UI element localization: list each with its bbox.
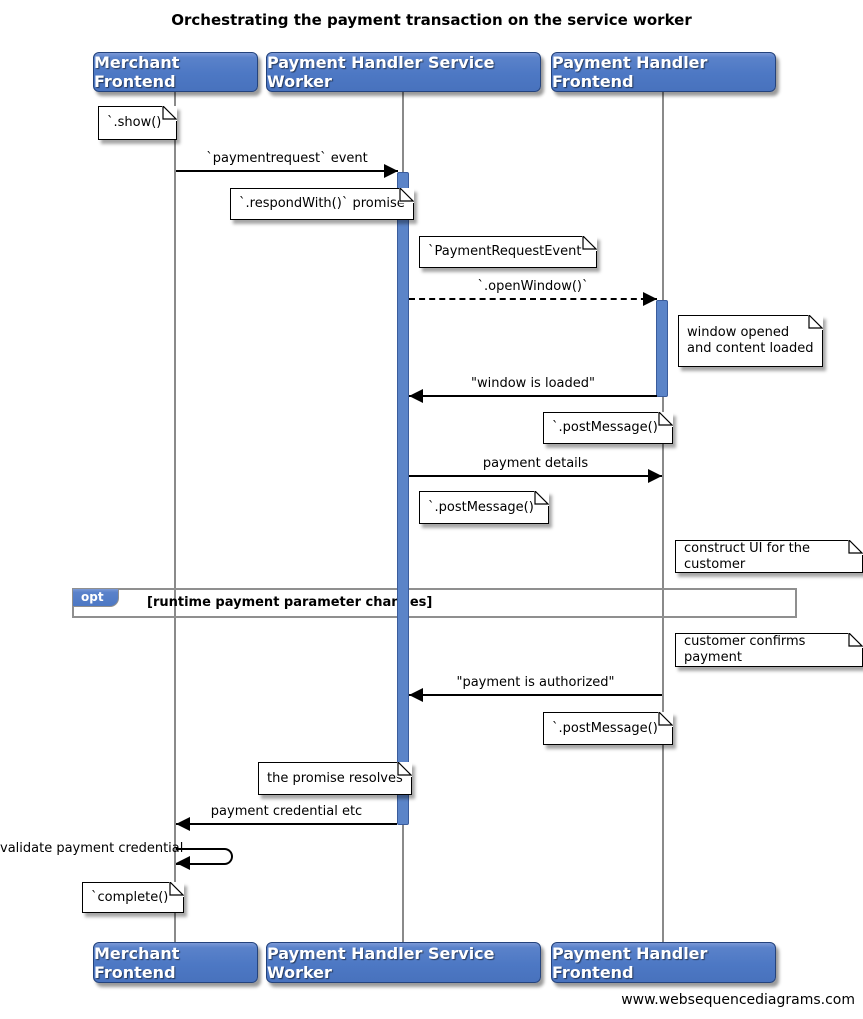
message-label-paymentrequest-event: `paymentrequest` event [206, 151, 368, 166]
actor-box-payment-handler-service-worker-top: Payment Handler Service Worker [266, 52, 541, 92]
note-fold-icon [807, 315, 823, 330]
message-label-payment-credential: payment credential etc [210, 804, 363, 819]
note-fold-icon [848, 633, 863, 648]
self-message-loop [176, 848, 233, 865]
opt-frame-guard: [runtime payment parameter changes] [147, 595, 433, 610]
note-text: `.show()` [107, 115, 168, 130]
message-line [409, 298, 657, 300]
message-label-validate-payment-credential: validate payment credential [0, 841, 184, 856]
activation-bar-payment-handler-frontend [656, 300, 668, 397]
note-fold-icon [396, 762, 412, 777]
note-window-opened: window opened and content loaded [678, 315, 823, 367]
note-text: the promise resolves [267, 770, 403, 786]
note-text: construct UI for the customer [684, 540, 810, 572]
note-postmessage-1: `.postMessage()` [543, 412, 674, 444]
arrowhead [384, 164, 398, 178]
note-text: window opened and content loaded [687, 325, 814, 356]
message-label-openwindow: `.openWindow()` [477, 279, 589, 294]
note-text: `.postMessage()` [552, 420, 665, 435]
note-text: customer confirms payment [684, 634, 806, 665]
footer-watermark: www.websequencediagrams.com [621, 992, 855, 1008]
arrowhead [409, 688, 423, 702]
arrowhead [643, 292, 657, 306]
note-respondwith-promise: `.respondWith()` promise [230, 188, 414, 220]
note-fold-icon [581, 236, 597, 251]
actor-box-payment-handler-service-worker-bottom: Payment Handler Service Worker [266, 942, 541, 983]
note-postmessage-3: `.postMessage()` [543, 712, 674, 745]
message-line [176, 823, 397, 825]
note-customer-confirms: customer confirms payment [675, 633, 863, 667]
note-text: `.respondWith()` promise [239, 196, 405, 211]
note-fold-icon [161, 106, 177, 121]
arrowhead [176, 817, 190, 831]
opt-frame: opt [runtime payment parameter changes] [72, 588, 797, 618]
note-paymentrequestevent: `PaymentRequestEvent` [419, 236, 597, 268]
message-line [176, 170, 398, 172]
note-promise-resolves: the promise resolves [258, 762, 412, 795]
note-fold-icon [658, 712, 674, 727]
arrowhead [409, 389, 423, 403]
note-text: `.postMessage()` [428, 499, 541, 515]
lifeline-merchant-frontend [174, 92, 176, 943]
lifeline-payment-handler-frontend [662, 92, 664, 943]
note-text: `PaymentRequestEvent` [428, 244, 588, 259]
activation-bar-service-worker [397, 172, 409, 825]
page-title: Orchestrating the payment transaction on… [171, 11, 692, 29]
message-line [409, 395, 657, 397]
arrowhead [648, 469, 662, 483]
note-show: `.show()` [98, 106, 177, 140]
actor-box-merchant-frontend-bottom: Merchant Frontend [93, 942, 258, 983]
actor-box-payment-handler-frontend-bottom: Payment Handler Frontend [551, 942, 776, 983]
note-fold-icon [534, 491, 550, 506]
message-label-payment-details: payment details [482, 456, 589, 471]
note-complete: `complete()` [82, 882, 184, 913]
note-text: `complete()` [91, 889, 175, 905]
note-fold-icon [168, 882, 184, 897]
actor-box-payment-handler-frontend-top: Payment Handler Frontend [551, 52, 776, 92]
opt-frame-tab: opt [72, 588, 119, 607]
message-line [409, 694, 662, 696]
note-fold-icon [658, 412, 674, 427]
message-label-payment-is-authorized: "payment is authorized" [456, 675, 615, 690]
note-fold-icon [848, 540, 863, 555]
arrowhead [176, 856, 190, 870]
actor-box-merchant-frontend-top: Merchant Frontend [93, 52, 258, 92]
message-line [409, 475, 662, 477]
message-label-window-is-loaded: "window is loaded" [471, 376, 595, 391]
note-fold-icon [398, 188, 414, 203]
note-construct-ui: construct UI for the customer [675, 540, 863, 573]
note-text: `.postMessage()` [552, 720, 665, 736]
note-postmessage-2: `.postMessage()` [419, 491, 550, 524]
